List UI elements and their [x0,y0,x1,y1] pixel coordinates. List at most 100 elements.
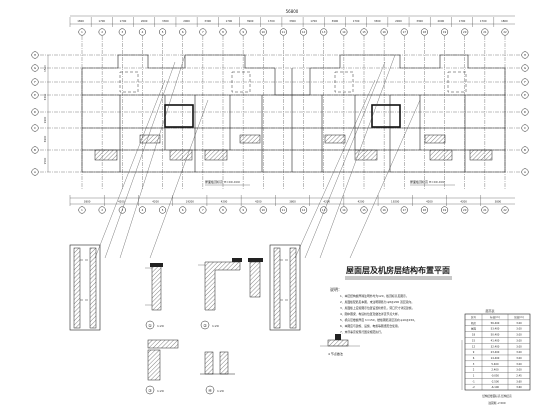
column-axis-bubble [279,28,287,36]
column-axis-label: 9 [242,208,244,212]
table-cell: 3.00 [516,338,522,342]
table-cell: 2.400 [491,368,499,372]
dim-label: 4200 [460,200,467,204]
row-axis-bubble [521,168,529,176]
column-axis-bubble [138,206,146,214]
column-axis-label: 14 [342,30,346,34]
column-axis-bubble [461,28,469,36]
column-axis-label: 22 [503,208,507,212]
row-dim-label: 1500 [43,157,47,164]
row-axis-label: H [34,53,36,57]
dim-label: 3800 [289,200,296,204]
node-detail: 4 节点做法 [320,334,360,356]
row-axis-label: E [34,93,36,97]
table-title: 层高表 [485,308,494,313]
row-axis-bubble [521,51,529,59]
detail-2-label: ② [203,323,207,328]
column-axis-label: 16 [382,208,386,212]
table-sub-footer: 嵌固端 -2.500 [489,401,506,405]
column-axis-bubble [420,206,428,214]
column-axis-bubble [380,206,388,214]
column-axis-label: 18 [423,208,427,212]
table-cell: 机房 [471,321,477,325]
column-axis-bubble [219,206,227,214]
column-axis-label: 2 [101,30,103,34]
column-axis-label: 4 [142,30,144,34]
dim-label: 1800 [77,19,84,23]
column-axis-label: 7 [202,30,204,34]
column-axis-bubble [179,206,187,214]
dim-label: 4200 [152,200,159,204]
notes-header: 说明： [330,286,342,292]
column-axis-bubble [340,28,348,36]
dim-label: 1800 [501,19,508,23]
column-axis-label: 15 [362,30,366,34]
table-cell: 3.60 [516,379,522,383]
detail-3-label: ③ [148,388,152,393]
plan-title: 屋面层及机房层结构布置平面 [346,265,450,275]
dim-label: 2000 [141,19,148,23]
table-cell: 2.45 [516,374,522,378]
row-axis-label: E [524,93,526,97]
table-cell: 3.00 [516,368,522,372]
row-axis-label: G [34,66,36,70]
plan-note-left: 屋面板顶标高 H=XX.XXX [205,179,240,184]
column-axis-label: 5 [162,208,164,212]
column-axis-label: 19 [443,208,447,212]
row-axis-label: A [524,170,526,174]
dim-label: 1700 [120,19,127,23]
row-axis-bubble [31,168,39,176]
detail-1-label: ① [148,323,152,328]
column-axis-bubble [441,28,449,36]
detail-1: ① 1:20 [145,263,164,330]
column-axis-label: 3 [121,30,123,34]
dim-label: 3300 [416,19,423,23]
column-axis-label: 17 [403,30,407,34]
row-axis-bubble [31,146,39,154]
row-axis-bubble [31,91,39,99]
column-axis-label: 10 [262,30,266,34]
detail-4-label: ④ [208,388,212,393]
column-axis-bubble [78,206,86,214]
row-dim-label: 1500 [43,65,47,72]
column-axis-label: 21 [483,208,487,212]
table-cell: -0.050 [491,374,499,378]
row-axis-label: F [524,80,526,84]
dim-label: 4200 [358,200,365,204]
column-axis-bubble [98,206,106,214]
column-axis-bubble [239,206,247,214]
dim-label: 1700 [98,19,105,23]
column-axis-label: 6 [182,208,184,212]
table-cell: 41.400 [491,338,500,342]
table-cell: 15 [472,338,476,342]
table-cell: -6.100 [491,385,499,389]
row-axis-bubble [521,146,529,154]
column-axis-bubble [138,28,146,36]
dim-label: 19200 [391,200,400,204]
dim-label: 1700 [459,19,466,23]
column-axis-bubble [360,28,368,36]
floor-plan: 56800 1800 1700 1700 2000 3300 2000 3300 1700 3 9… [31,9,529,259]
column-axis-label: 15 [362,208,366,212]
row-axis-bubble [31,64,39,72]
column-axis-label: 19 [443,30,447,34]
building-outline [81,54,506,173]
dim-label: 3300 [289,19,296,23]
dim-label: 2000 [183,19,190,23]
node-detail-title: 4 节点做法 [328,351,343,356]
row-dim-label: 3300 [43,93,47,100]
column-axis-bubble [420,28,428,36]
overall-dimension: 56800 [286,9,299,14]
row-axis-label: A [34,170,36,174]
column-axis-bubble [400,28,408,36]
table-cell: 53.400 [491,327,500,331]
column-axis-bubble [481,206,489,214]
row-axis-label: B [34,148,36,152]
row-axis-label: C [34,126,36,130]
row-axis-bubble [521,64,529,72]
dim-label: 3300 [162,19,169,23]
column-axis-label: 8 [222,208,224,212]
